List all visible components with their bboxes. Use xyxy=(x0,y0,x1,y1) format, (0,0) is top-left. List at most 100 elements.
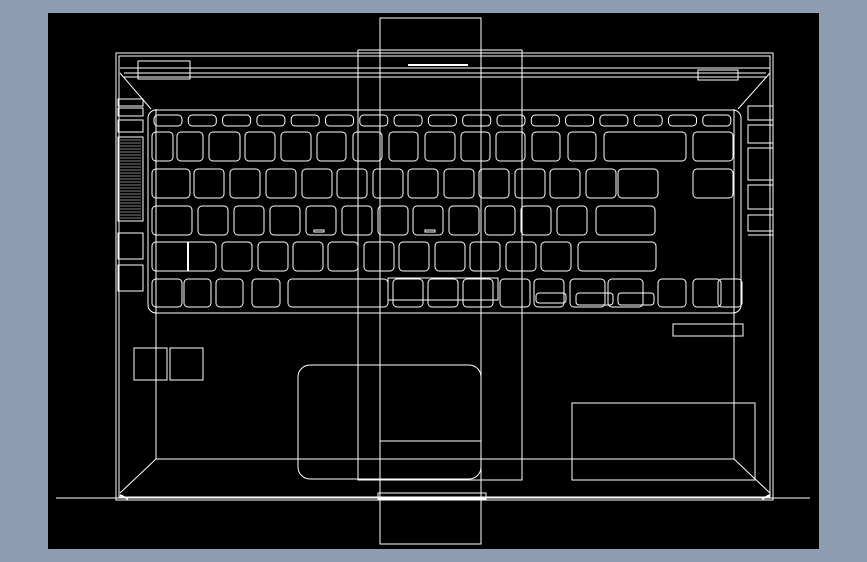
key-home xyxy=(341,205,373,236)
key-number xyxy=(352,131,383,162)
key-bottom xyxy=(251,278,281,308)
key-home xyxy=(197,205,229,236)
key-number xyxy=(316,131,347,162)
front-latch xyxy=(377,492,487,500)
key-number xyxy=(692,131,734,162)
key-shift xyxy=(327,241,359,272)
key-nav xyxy=(717,278,743,308)
key-shift xyxy=(151,241,217,272)
key-qwerty xyxy=(229,168,261,199)
bevel-tr xyxy=(737,72,771,110)
keyboard-deck xyxy=(147,109,742,314)
key-function xyxy=(222,114,252,127)
key-arrow-down xyxy=(575,292,614,306)
key-qwerty xyxy=(301,168,333,199)
key-function xyxy=(496,114,526,127)
key-home xyxy=(556,205,588,236)
key-function xyxy=(256,114,286,127)
key-qwerty xyxy=(549,168,581,199)
status-pad-right xyxy=(169,347,204,381)
key-function xyxy=(633,114,663,127)
bevel-br xyxy=(733,458,771,494)
key-qwerty xyxy=(692,168,734,199)
key-qwerty xyxy=(585,168,617,199)
key-function xyxy=(462,114,492,127)
key-qwerty xyxy=(336,168,368,199)
home-bump-f xyxy=(313,229,325,233)
key-function xyxy=(359,114,389,127)
key-bottom xyxy=(151,278,183,308)
bevel-bl xyxy=(119,458,157,494)
key-function xyxy=(427,114,457,127)
key-qwerty xyxy=(478,168,510,199)
key-home xyxy=(305,205,337,236)
chassis-outline-inner xyxy=(118,55,771,498)
key-bottom xyxy=(287,278,389,308)
key-shift xyxy=(434,241,466,272)
key-home xyxy=(520,205,552,236)
key-bottom xyxy=(215,278,244,308)
key-number xyxy=(603,131,687,162)
key-home xyxy=(448,205,480,236)
key-function xyxy=(702,114,732,127)
palmrest-label-panel xyxy=(571,402,756,481)
bevel-tl xyxy=(119,72,152,110)
brand-plate xyxy=(672,323,744,337)
key-home xyxy=(412,205,444,236)
key-shift xyxy=(363,241,395,272)
key-bottom xyxy=(392,278,424,308)
key-shift xyxy=(292,241,324,272)
key-number xyxy=(531,131,561,162)
key-bottom xyxy=(499,278,531,308)
hinge-left xyxy=(137,60,191,80)
key-function xyxy=(668,114,697,127)
right-port-stack xyxy=(747,105,774,236)
key-number xyxy=(176,131,204,162)
key-qwerty xyxy=(617,168,659,199)
key-home xyxy=(484,205,516,236)
key-arrow-up xyxy=(535,292,567,304)
hinge-right xyxy=(697,69,739,81)
status-pad-left xyxy=(133,347,168,381)
key-home xyxy=(151,205,193,236)
key-function xyxy=(530,114,560,127)
laptop-top-view-drawing xyxy=(56,17,810,545)
section-band-outer xyxy=(379,17,482,545)
key-number xyxy=(388,131,419,162)
key-bottom xyxy=(462,278,494,308)
key-qwerty xyxy=(407,168,439,199)
key-arrow-right xyxy=(617,292,655,306)
key-shift xyxy=(505,241,537,272)
key-home xyxy=(595,205,656,236)
cad-viewport[interactable] xyxy=(48,13,819,549)
key-shift xyxy=(469,241,501,272)
key-qwerty xyxy=(151,168,191,199)
key-shift xyxy=(540,241,572,272)
key-function xyxy=(290,114,320,127)
touchpad xyxy=(297,364,482,480)
key-number xyxy=(567,131,597,162)
key-shift xyxy=(257,241,289,272)
key-qwerty xyxy=(372,168,404,199)
key-home xyxy=(233,205,265,236)
key-nav xyxy=(657,278,687,308)
key-function xyxy=(599,114,629,127)
key-nav xyxy=(692,278,722,308)
key-number xyxy=(424,131,456,162)
key-bottom xyxy=(427,278,459,308)
key-function xyxy=(153,114,183,127)
left-port-stack xyxy=(117,98,144,292)
key-number xyxy=(460,131,491,162)
key-function xyxy=(325,114,354,127)
key-qwerty xyxy=(193,168,225,199)
key-function xyxy=(565,114,595,127)
key-number xyxy=(208,131,241,162)
key-qwerty xyxy=(443,168,475,199)
key-bottom xyxy=(183,278,212,308)
key-number xyxy=(244,131,276,162)
key-home xyxy=(377,205,409,236)
model-logo-badge xyxy=(387,277,499,301)
key-shift xyxy=(398,241,430,272)
key-number xyxy=(280,131,312,162)
chassis-outline xyxy=(115,52,774,501)
